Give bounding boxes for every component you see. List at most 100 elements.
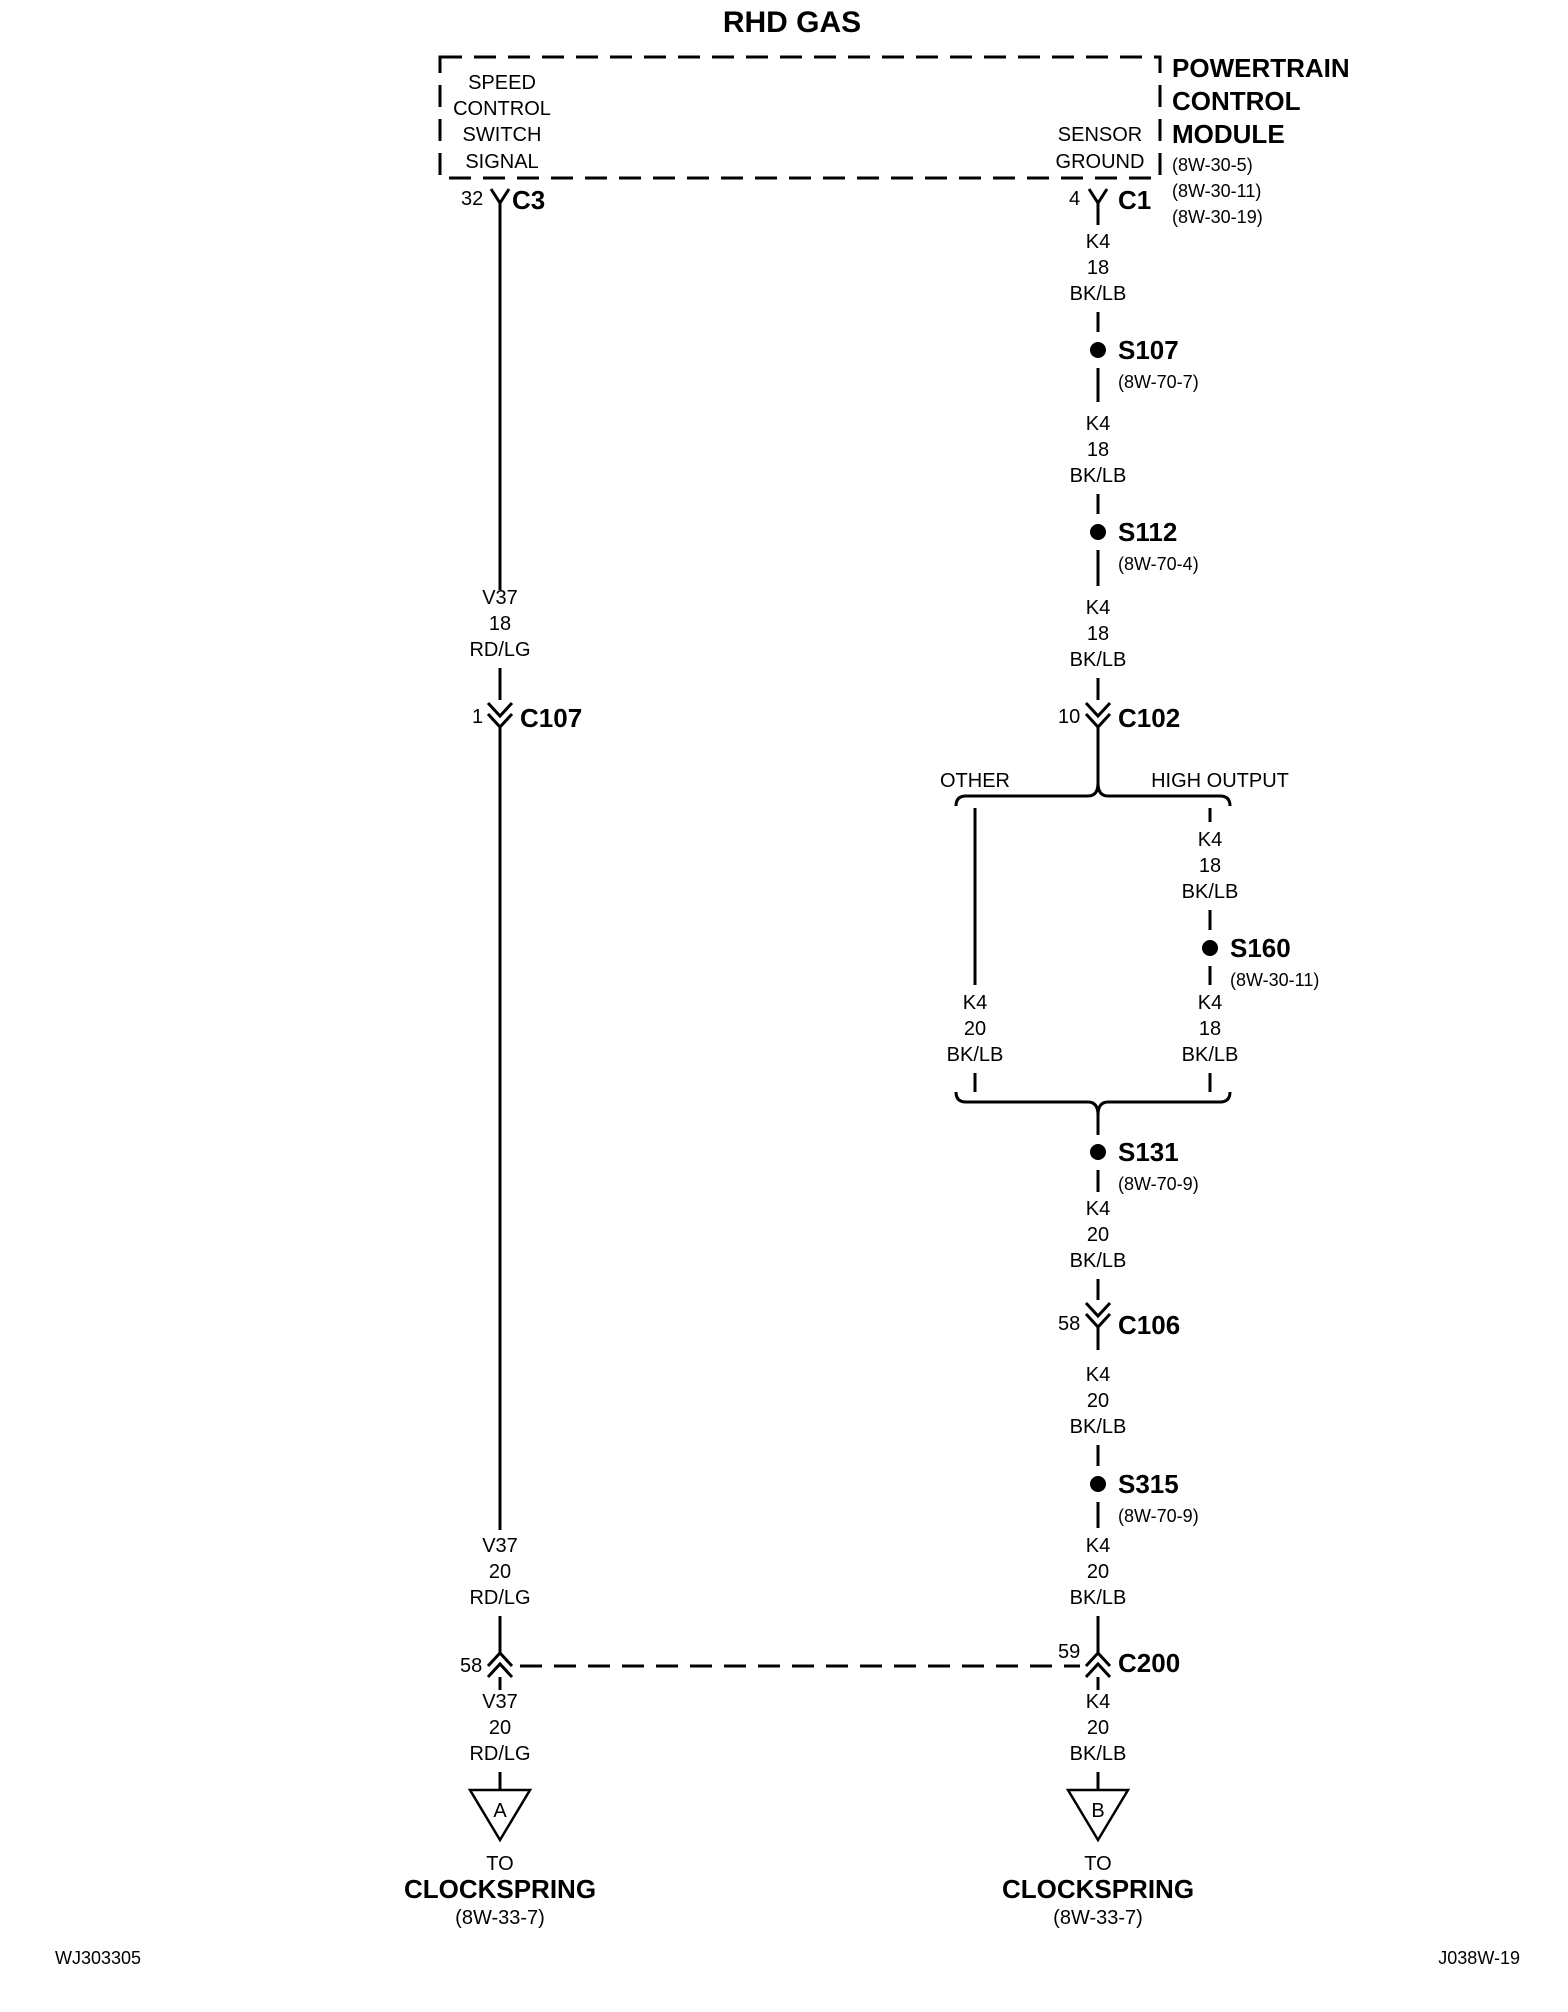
svg-text:BK/LB: BK/LB [1182,881,1239,903]
svg-text:(8W-30-11): (8W-30-11) [1172,181,1261,201]
svg-text:A: A [493,1800,507,1822]
svg-text:(8W-30-19): (8W-30-19) [1172,207,1263,227]
svg-text:20: 20 [964,1018,986,1040]
svg-text:S315: S315 [1118,1469,1179,1499]
connector-c107: 1 C107 [472,701,582,733]
svg-text:C102: C102 [1118,703,1180,733]
svg-text:V37: V37 [482,587,518,609]
svg-text:4: 4 [1069,188,1080,210]
svg-text:POWERTRAIN: POWERTRAIN [1172,53,1350,83]
svg-text:GROUND: GROUND [1056,151,1145,173]
connector-c3: 32 C3 [461,185,545,215]
sensor-ground-label: SENSOR GROUND [1056,124,1145,173]
svg-text:C200: C200 [1118,1648,1180,1678]
pcm-refs: (8W-30-5) (8W-30-11) (8W-30-19) [1172,155,1263,227]
wire-k4-label-3: K4 18 BK/LB [1070,597,1127,671]
svg-text:BK/LB: BK/LB [1070,1587,1127,1609]
svg-text:20: 20 [1087,1390,1109,1412]
svg-text:CONTROL: CONTROL [453,98,551,120]
svg-text:(8W-30-5): (8W-30-5) [1172,155,1253,175]
wire-k4-label-4: K4 20 BK/LB [1070,1198,1127,1272]
svg-text:BK/LB: BK/LB [1070,649,1127,671]
svg-text:18: 18 [1199,1018,1221,1040]
svg-text:10: 10 [1058,706,1080,728]
svg-text:K4: K4 [1086,413,1110,435]
svg-text:20: 20 [489,1561,511,1583]
svg-text:S131: S131 [1118,1137,1179,1167]
connector-c200-left: 58 [460,1650,514,1679]
svg-text:SPEED: SPEED [468,72,536,94]
svg-text:20: 20 [1087,1224,1109,1246]
svg-text:TO: TO [486,1853,513,1875]
wire-k4-label-1: K4 18 BK/LB [1070,231,1127,305]
svg-text:BK/LB: BK/LB [1070,465,1127,487]
svg-text:C106: C106 [1118,1310,1180,1340]
figure-code-right: J038W-19 [1438,1948,1520,1968]
svg-text:(8W-70-9): (8W-70-9) [1118,1506,1199,1526]
svg-text:S112: S112 [1118,517,1177,547]
wire-v37-label-2: V37 20 RD/LG [469,1535,530,1609]
svg-text:BK/LB: BK/LB [1182,1044,1239,1066]
svg-text:K4: K4 [1086,1364,1110,1386]
connector-c1: 4 C1 [1069,185,1151,215]
figure-code-left: WJ303305 [55,1948,141,1968]
destination-clockspring-b: TO CLOCKSPRING (8W-33-7) [1002,1853,1194,1929]
svg-text:18: 18 [1087,257,1109,279]
splice-s107: S107 (8W-70-7) [1090,335,1199,392]
wire-k4-label-7: K4 20 BK/LB [1070,1691,1127,1765]
svg-text:RD/LG: RD/LG [469,1587,530,1609]
svg-text:(8W-33-7): (8W-33-7) [455,1907,545,1929]
connector-c102: 10 C102 [1058,701,1180,733]
wire-k4-label-2: K4 18 BK/LB [1070,413,1127,487]
svg-text:20: 20 [1087,1717,1109,1739]
svg-text:18: 18 [1199,855,1221,877]
svg-text:18: 18 [1087,439,1109,461]
svg-text:TO: TO [1084,1853,1111,1875]
svg-text:K4: K4 [1198,992,1222,1014]
svg-text:1: 1 [472,706,483,728]
svg-text:C107: C107 [520,703,582,733]
terminal-b: B [1065,1788,1131,1843]
wire-k4-label-6: K4 20 BK/LB [1070,1535,1127,1609]
svg-text:K4: K4 [1086,1535,1110,1557]
destination-clockspring-a: TO CLOCKSPRING (8W-33-7) [404,1853,596,1929]
wire-v37-label-1: V37 18 RD/LG [469,587,530,661]
svg-text:V37: V37 [482,1535,518,1557]
svg-text:BK/LB: BK/LB [1070,283,1127,305]
svg-text:(8W-70-9): (8W-70-9) [1118,1174,1199,1194]
branch-brace-top [954,782,1232,807]
svg-text:(8W-30-11): (8W-30-11) [1230,970,1319,990]
wire-k4-other-label: K4 20 BK/LB [947,992,1004,1066]
svg-text:MODULE: MODULE [1172,119,1285,149]
splice-s315: S315 (8W-70-9) [1090,1469,1199,1526]
terminal-a: A [467,1788,533,1843]
svg-text:C1: C1 [1118,185,1151,215]
svg-text:RD/LG: RD/LG [469,639,530,661]
branch-label-high-output: HIGH OUTPUT [1151,770,1289,792]
svg-text:RD/LG: RD/LG [469,1743,530,1765]
svg-text:20: 20 [1087,1561,1109,1583]
splice-s131: S131 (8W-70-9) [1090,1137,1199,1194]
svg-text:BK/LB: BK/LB [1070,1416,1127,1438]
wire-k4-high-label-2: K4 18 BK/LB [1182,992,1239,1066]
wire-k4-label-5: K4 20 BK/LB [1070,1364,1127,1438]
svg-text:S107: S107 [1118,335,1179,365]
svg-text:K4: K4 [1086,1691,1110,1713]
svg-text:CLOCKSPRING: CLOCKSPRING [1002,1874,1194,1904]
diagram-title: RHD GAS [723,6,861,39]
svg-text:C3: C3 [512,185,545,215]
connector-c106: 58 C106 [1058,1301,1180,1340]
connector-c200-right: 59 C200 [1058,1641,1180,1679]
svg-text:(8W-70-4): (8W-70-4) [1118,554,1199,574]
svg-text:CONTROL: CONTROL [1172,86,1301,116]
svg-text:SIGNAL: SIGNAL [465,151,538,173]
svg-text:18: 18 [1087,623,1109,645]
splice-s112: S112 (8W-70-4) [1090,517,1199,574]
splice-s160: S160 (8W-30-11) [1202,933,1319,990]
svg-text:32: 32 [461,188,483,210]
svg-text:K4: K4 [963,992,987,1014]
svg-text:BK/LB: BK/LB [1070,1250,1127,1272]
branch-label-other: OTHER [940,770,1010,792]
pcm-box [438,55,1162,180]
